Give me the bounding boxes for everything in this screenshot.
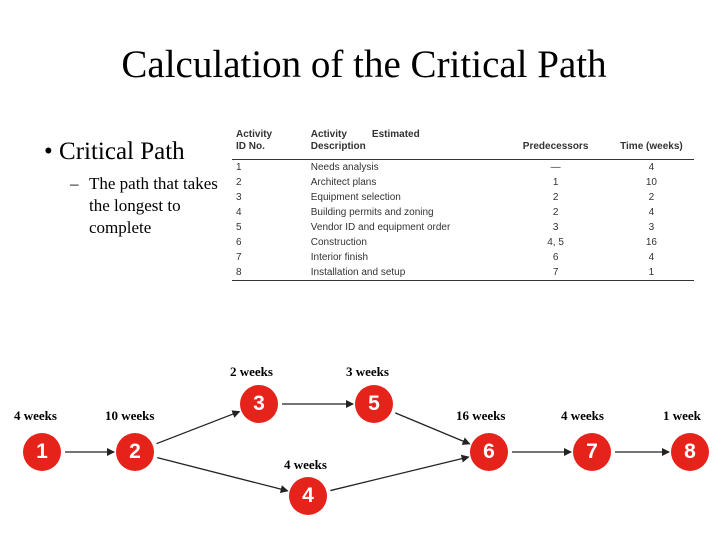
cell-activity-id: 3 [236,192,242,203]
bullet-text: Critical Path [59,138,185,165]
table-row: 6 Construction 4, 5 16 [232,235,694,250]
duration-label-3: 2 weeks [230,364,273,379]
header-id-line1: Activity [236,129,273,140]
cell-predecessors: 2 [552,207,559,218]
header-estimated: Estimated [371,129,420,140]
duration-label-8: 1 week [663,408,701,423]
bullet-critical-path: • Critical Path [44,138,185,165]
cell-time: 4 [648,162,655,173]
cell-time: 3 [648,222,655,233]
duration-label-6: 16 weeks [456,408,506,423]
header-desc-line2: Description [310,141,366,152]
header-desc-line1: Activity [310,129,347,140]
activity-node-2: 2 [116,433,154,471]
cell-activity-id: 5 [236,222,242,233]
sub-bullet-text: The path that takes the longest to compl… [89,174,218,237]
activity-node-6: 6 [470,433,508,471]
cell-time: 1 [608,265,694,281]
cell-activity-desc: Installation and setup [310,265,503,281]
table-row: 5 Vendor ID and equipment order 3 3 [232,220,694,235]
cell-activity-id: 1 [236,162,242,173]
table-row: 1 Needs analysis — 4 [232,160,694,176]
cell-activity-desc: Needs analysis [310,162,379,173]
duration-label-2: 10 weeks [105,408,155,423]
slide-title: Calculation of the Critical Path [121,43,607,86]
table-row: 4 Building permits and zoning 2 4 [232,205,694,220]
duration-label-4: 4 weeks [284,457,327,472]
cell-activity-id: 4 [236,207,242,218]
table-row: 3 Equipment selection 2 2 [232,190,694,205]
cell-activity-desc: Equipment selection [310,192,401,203]
dash-marker: – [70,174,79,193]
cell-time: 10 [645,177,657,188]
duration-label-7: 4 weeks [561,408,604,423]
cell-activity-desc: Architect plans [310,177,377,188]
cell-time: 4 [648,207,655,218]
activity-node-4: 4 [289,477,327,515]
header-predecessors: Predecessors [502,129,609,160]
cell-activity-id: 6 [236,237,242,248]
activity-node-1: 1 [23,433,61,471]
cell-activity-id: 8 [232,265,311,281]
cell-predecessors: 2 [552,192,559,203]
duration-label-1: 4 weeks [14,408,57,423]
cell-predecessors: 6 [552,252,559,263]
duration-label-5: 3 weeks [346,364,389,379]
activity-node-5: 5 [355,385,393,423]
edge-4-6 [330,454,470,492]
cell-time: 2 [648,192,655,203]
edge-5-6 [394,412,471,445]
cell-predecessors: — [550,162,561,173]
cell-predecessors: 3 [552,222,559,233]
header-id-line2: ID No. [236,141,265,152]
cell-activity-desc: Interior finish [310,252,369,263]
edge-2-3 [156,410,241,445]
activity-node-3: 3 [240,385,278,423]
cell-time: 16 [645,237,657,248]
activity-node-7: 7 [573,433,611,471]
cell-activity-desc: Building permits and zoning [310,207,434,218]
cell-activity-id: 7 [236,252,242,263]
table-row: 7 Interior finish 6 4 [232,250,694,265]
cell-time: 4 [648,252,655,263]
cell-predecessors: 4, 5 [547,237,564,248]
activity-node-8: 8 [671,433,709,471]
header-time: Time (weeks) [608,129,694,160]
cell-predecessors: 7 [502,265,609,281]
table-row: 2 Architect plans 1 10 [232,175,694,190]
cell-activity-desc: Construction [310,237,367,248]
cell-predecessors: 1 [552,177,559,188]
cell-activity-desc: Vendor ID and equipment order [310,222,451,233]
cell-activity-id: 2 [236,177,242,188]
edge-2-4 [157,457,289,493]
